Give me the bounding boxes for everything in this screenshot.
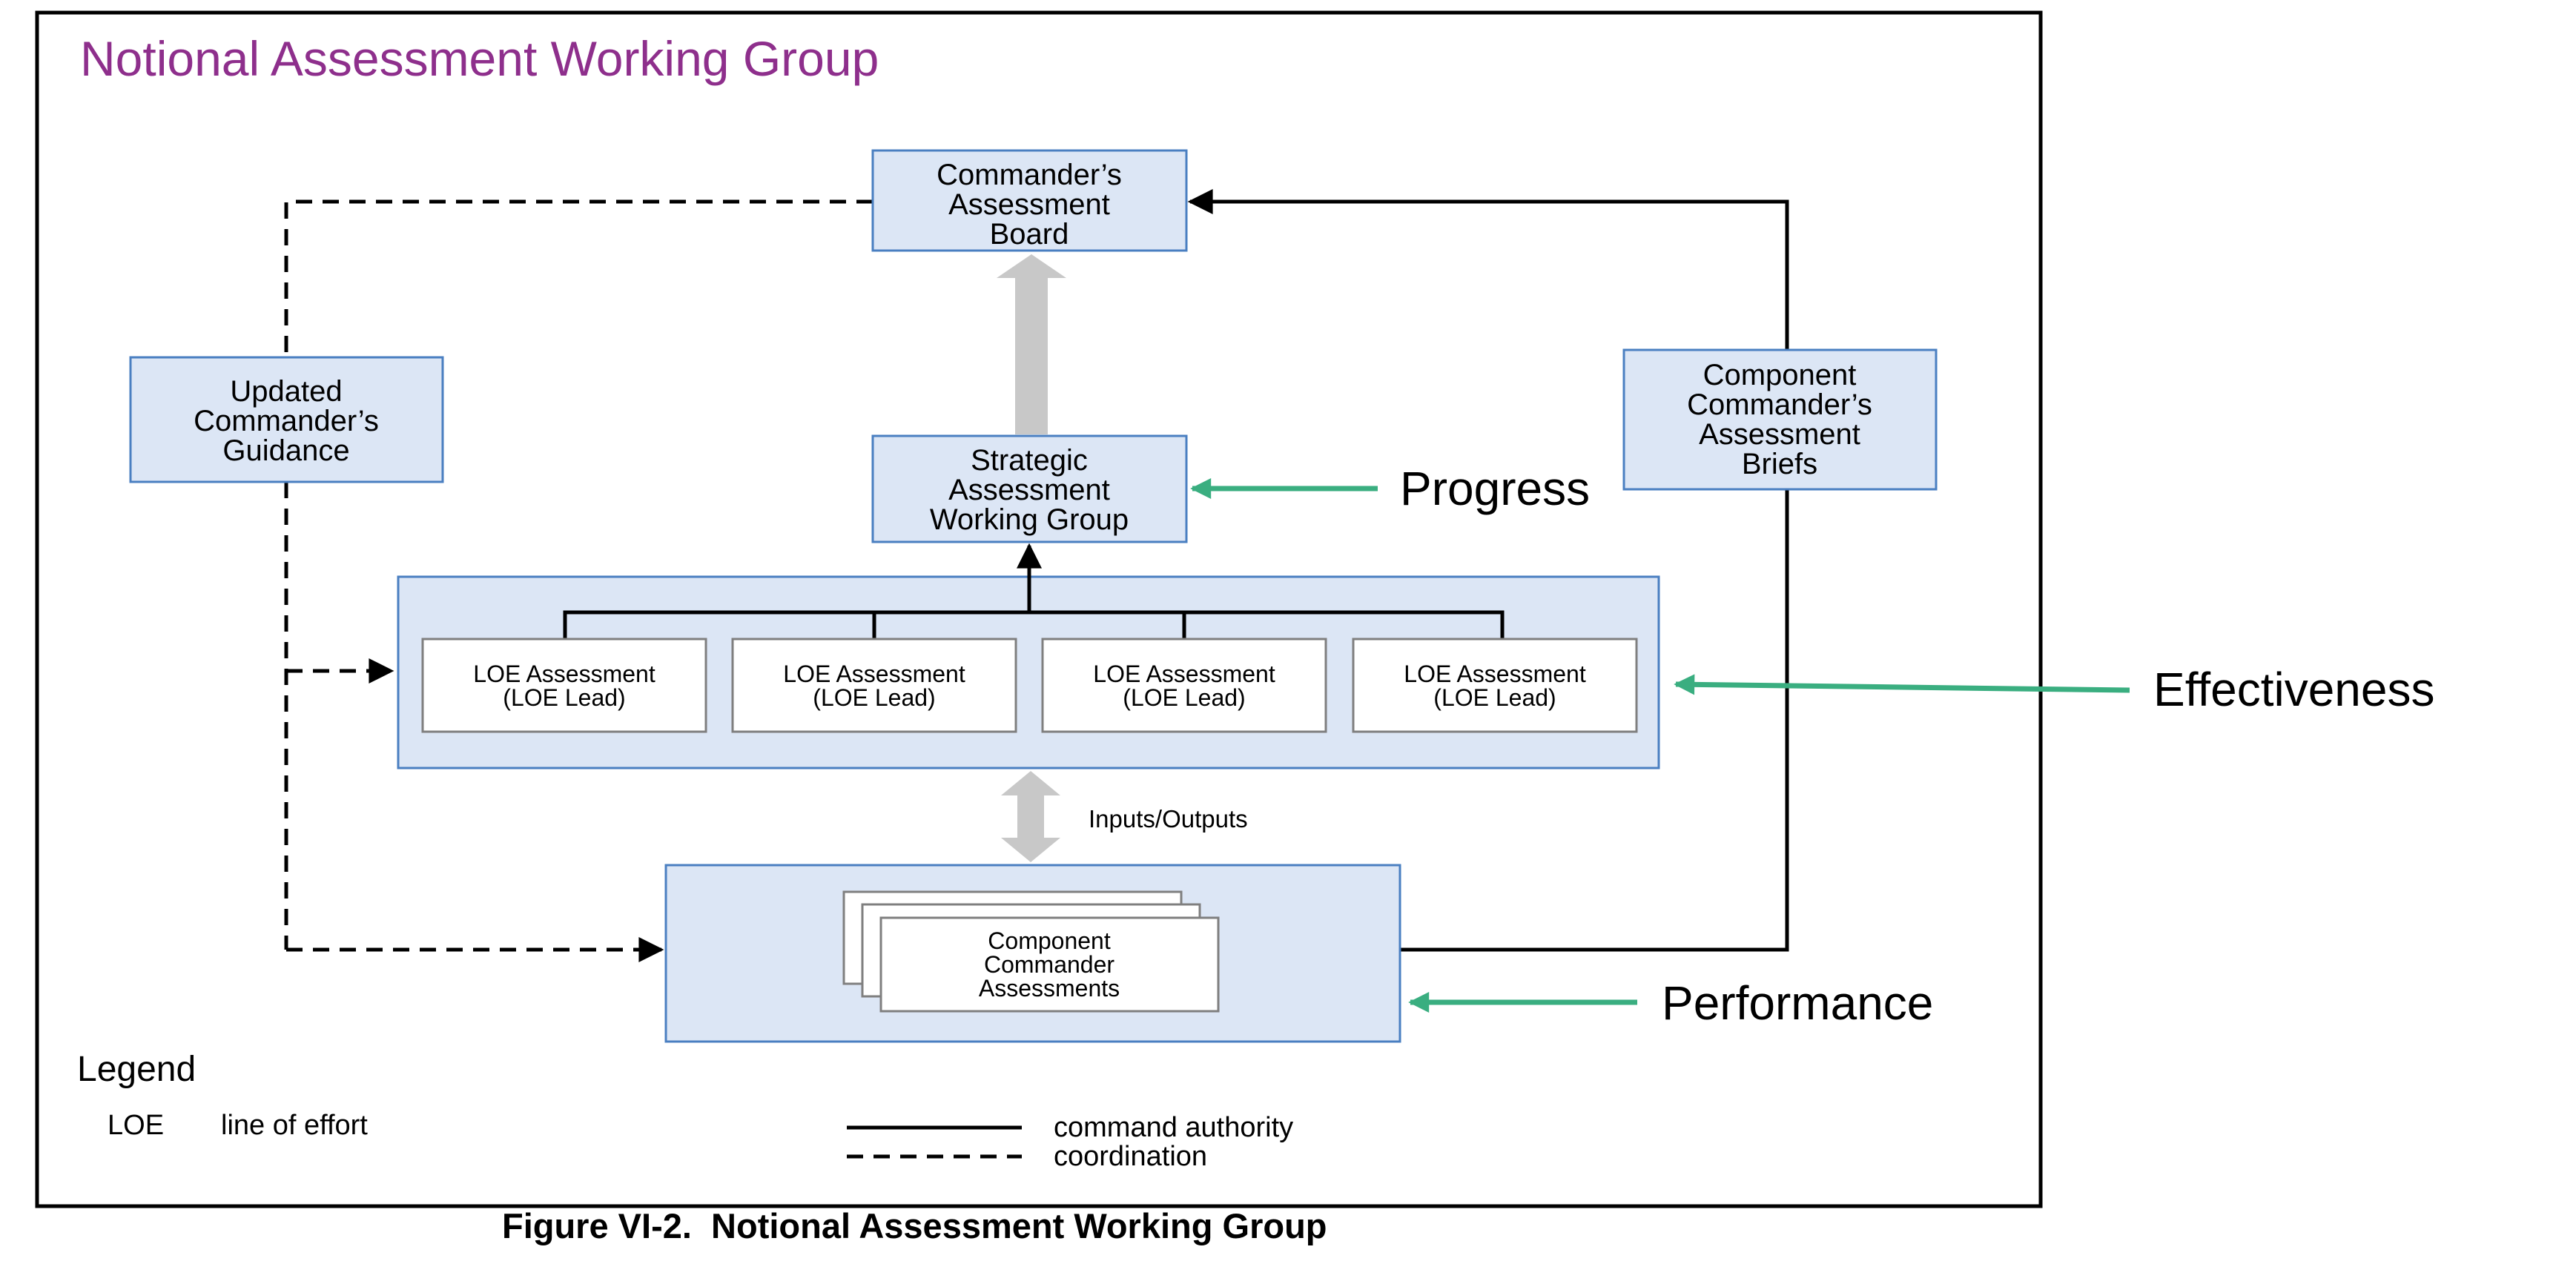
loe-assessment-box-3: LOE Assessment (LOE Lead) [1041, 638, 1327, 733]
svg-text:Assessment: Assessment [948, 474, 1110, 506]
gray-double-arrow-inputs-outputs [1001, 771, 1060, 862]
svg-text:Strategic: Strategic [971, 444, 1088, 477]
svg-text:(LOE Lead): (LOE Lead) [1433, 684, 1556, 711]
svg-text:Commander’s: Commander’s [1687, 388, 1872, 421]
component-commanders-assessment-briefs: Component Commander’s Assessment Briefs [1622, 348, 1938, 491]
svg-text:Working Group: Working Group [930, 503, 1129, 536]
svg-text:LOE Assessment: LOE Assessment [473, 661, 655, 687]
svg-text:Commander’s: Commander’s [194, 405, 379, 437]
svg-text:Assessment: Assessment [948, 188, 1110, 221]
updated-commanders-guidance: Updated Commander’s Guidance [129, 356, 444, 483]
loe-assessment-box-2: LOE Assessment (LOE Lead) [731, 638, 1017, 733]
svg-text:Guidance: Guidance [222, 434, 349, 467]
strategic-assessment-working-group: Strategic Assessment Working Group [871, 434, 1188, 543]
loe-assessment-group: LOE Assessment (LOE Lead) LOE Assessment… [397, 543, 1660, 770]
legend-abbr: LOE [108, 1110, 164, 1141]
stacked-page-front [879, 916, 1220, 1013]
effectiveness-label: Effectiveness [2153, 663, 2434, 716]
svg-text:Briefs: Briefs [1742, 448, 1817, 480]
component-assessments-group: Component Commander Assessments [664, 864, 1401, 1043]
svg-text:Updated: Updated [230, 375, 342, 408]
commanders-assessment-board: Commander’s Assessment Board [871, 149, 1188, 252]
svg-text:Assessments: Assessments [979, 975, 1120, 1002]
progress-label: Progress [1400, 462, 1590, 515]
legend-abbr-meaning: line of effort [221, 1110, 368, 1141]
figure-caption: Figure VI-2. Notional Assessment Working… [502, 1206, 1327, 1245]
effectiveness-arrow [1674, 674, 2130, 695]
loe-tree-connector [563, 610, 1505, 639]
svg-text:Board: Board [990, 218, 1069, 251]
svg-text:LOE Assessment: LOE Assessment [783, 661, 965, 687]
dashed-connector-board-guidance [284, 199, 873, 357]
performance-label: Performance [1662, 976, 1933, 1030]
svg-text:(LOE Lead): (LOE Lead) [503, 684, 625, 711]
legend-heading: Legend [77, 1050, 196, 1089]
gray-arrow-up [997, 254, 1066, 434]
svg-text:(LOE Lead): (LOE Lead) [813, 684, 935, 711]
legend-dashed-label: coordination [1054, 1141, 1207, 1172]
svg-text:LOE Assessment: LOE Assessment [1404, 661, 1586, 687]
loe-assessment-box-1: LOE Assessment (LOE Lead) [421, 638, 707, 733]
inputs-outputs-label: Inputs/Outputs [1089, 805, 1248, 833]
loe-assessment-box-4: LOE Assessment (LOE Lead) [1352, 638, 1638, 733]
svg-text:Assessment: Assessment [1699, 418, 1860, 451]
diagram-title: Notional Assessment Working Group [80, 31, 879, 86]
svg-text:Commander’s: Commander’s [937, 159, 1122, 191]
svg-text:Commander: Commander [984, 951, 1114, 978]
svg-text:(LOE Lead): (LOE Lead) [1123, 684, 1245, 711]
legend-solid-label: command authority [1054, 1112, 1293, 1143]
svg-text:Component: Component [1703, 359, 1857, 391]
svg-text:LOE Assessment: LOE Assessment [1093, 661, 1275, 687]
svg-text:Component: Component [988, 927, 1111, 954]
solid-connector-assessments-to-board [1187, 189, 1789, 952]
